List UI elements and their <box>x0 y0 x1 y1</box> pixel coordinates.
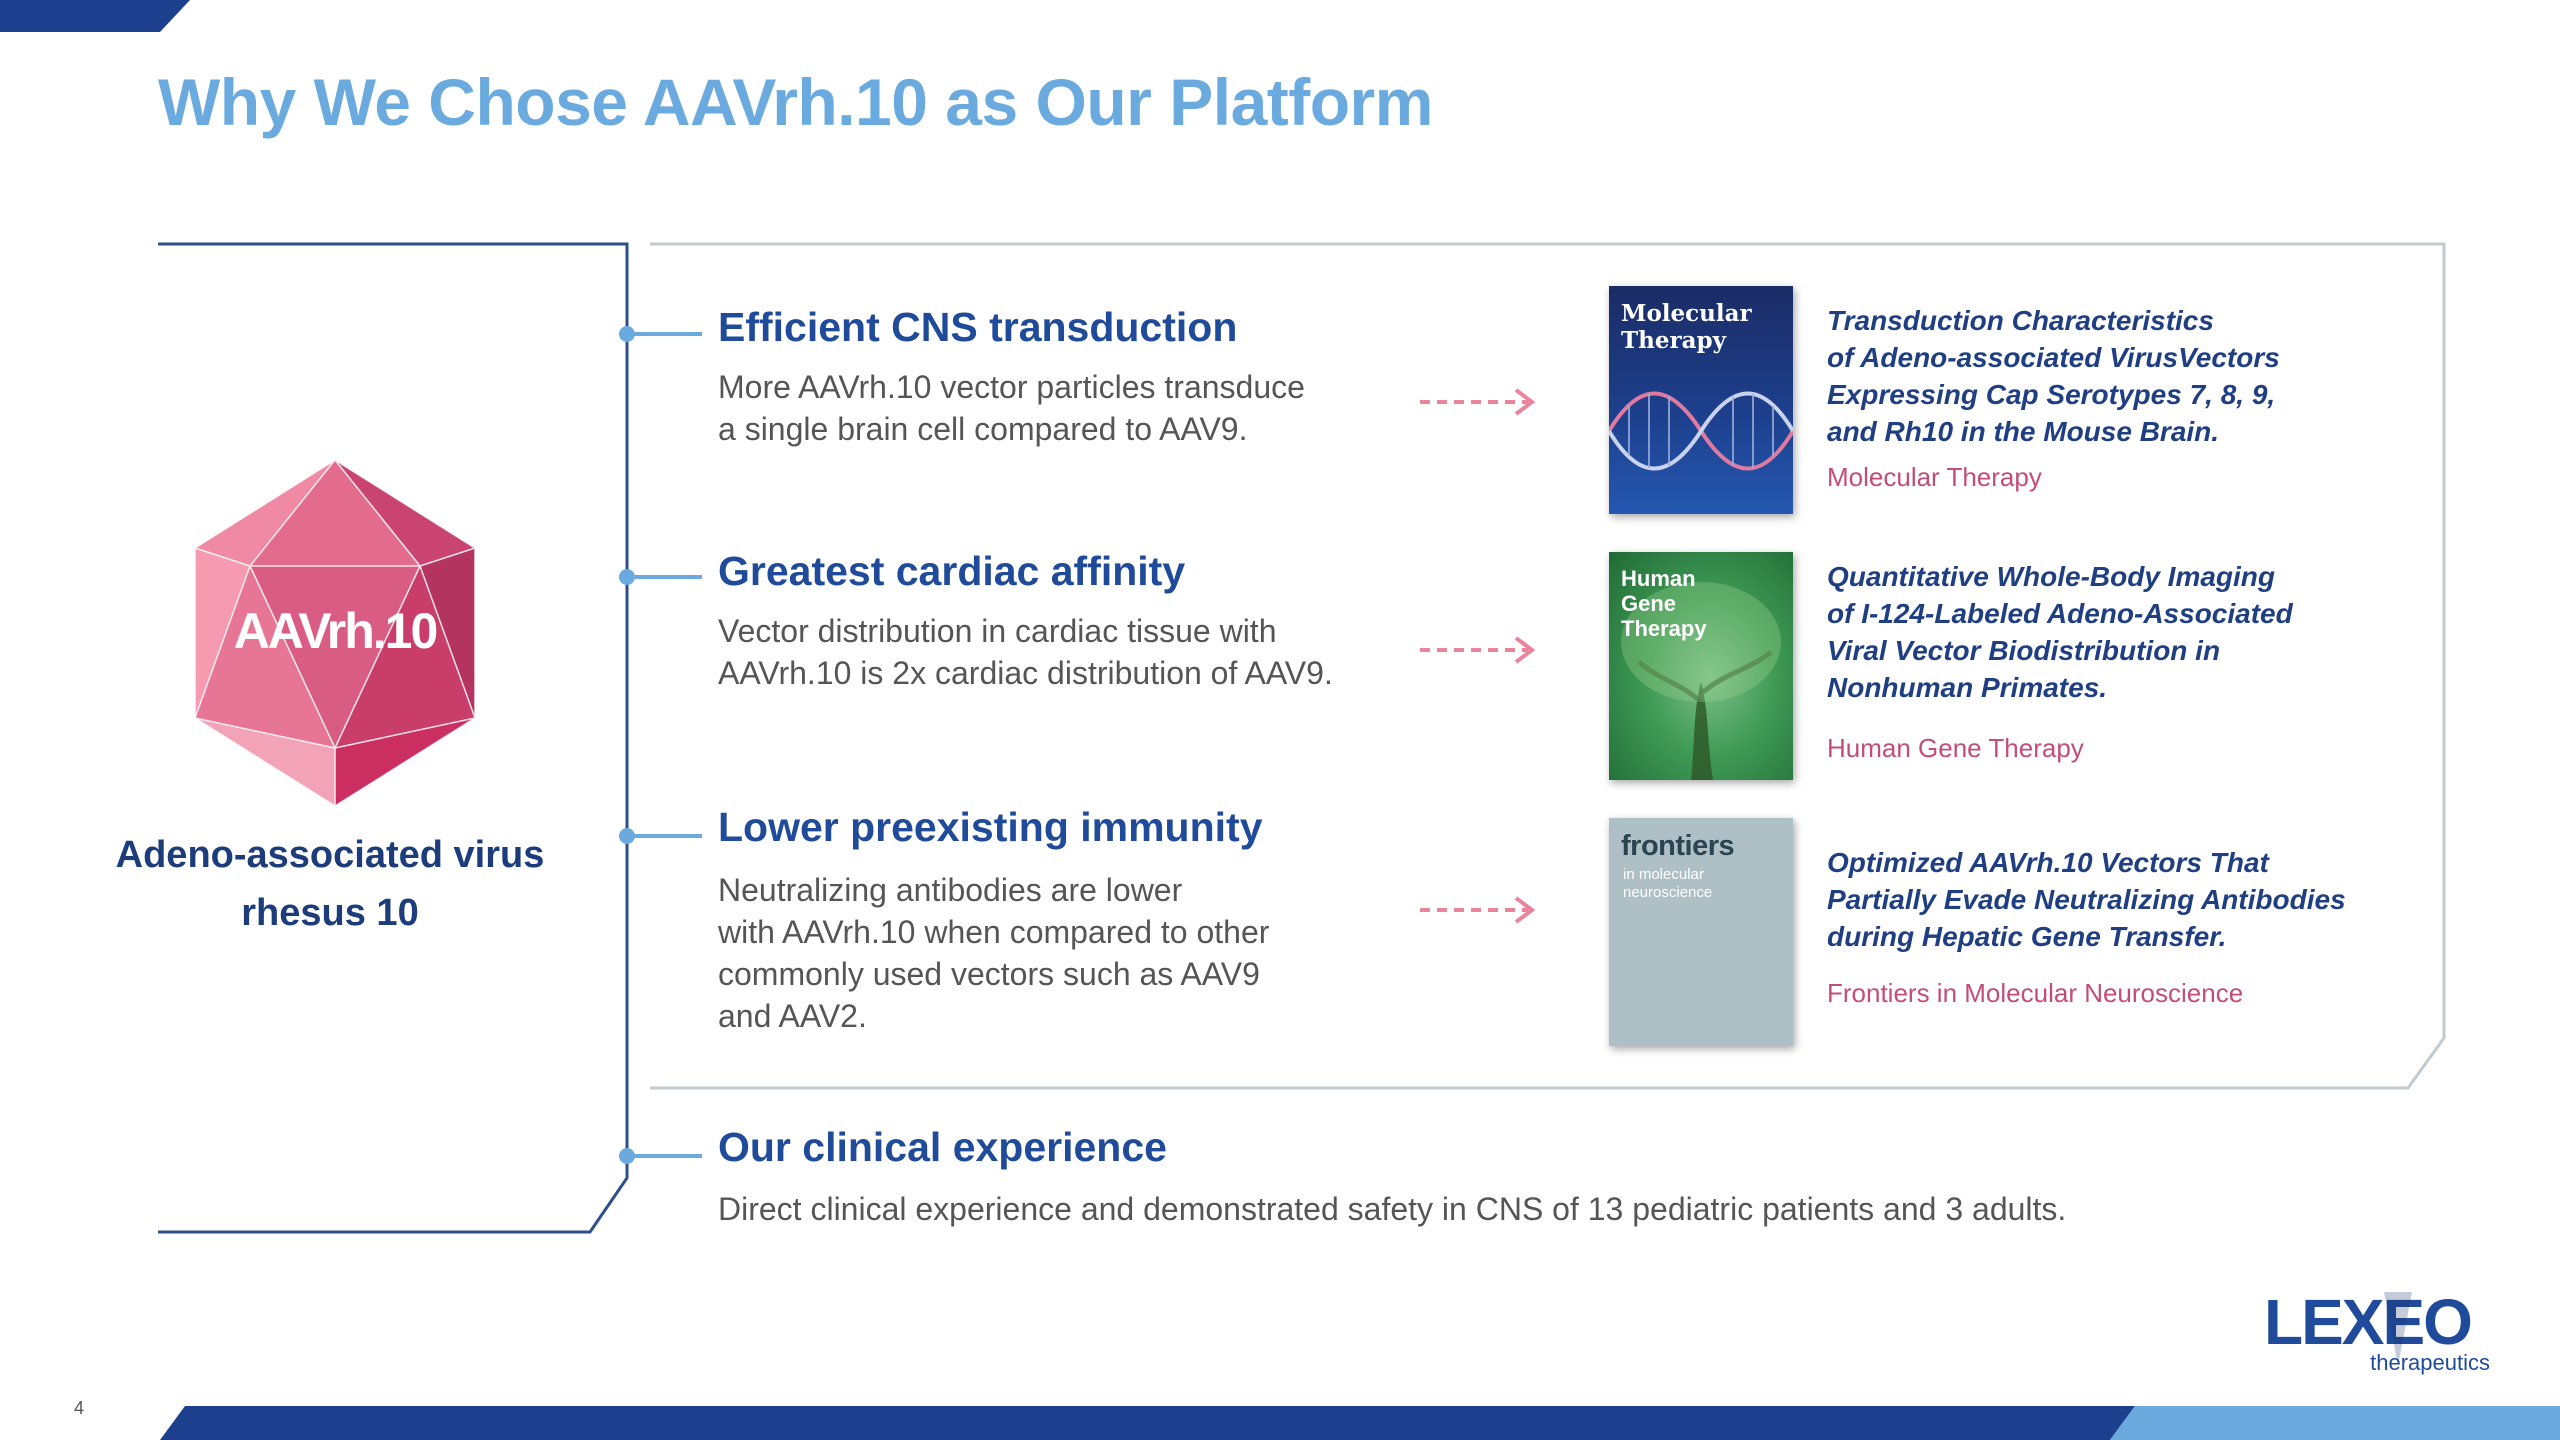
reference-title: Optimized AAVrh.10 Vectors That Partiall… <box>1827 847 2346 952</box>
virus-name-line1: Adeno-associated virus <box>115 834 545 876</box>
feature-text-line: Neutralizing antibodies are lower <box>718 872 1183 908</box>
top-accent-bar <box>0 0 190 32</box>
reference-journal: Molecular Therapy <box>1827 462 2042 492</box>
reference-journal: Frontiers in Molecular Neuroscience <box>1827 978 2244 1008</box>
feature-heading-immunity: Lower preexisting immunity <box>718 804 1263 850</box>
feature-text-cns: More AAVrh.10 vector particles transduce… <box>718 366 1305 450</box>
bottom-accent-bar <box>160 1406 2560 1440</box>
feature-text-cardiac: Vector distribution in cardiac tissue wi… <box>718 610 1333 694</box>
feature-heading-cns: Efficient CNS transduction <box>718 304 1238 350</box>
journal-cover-frontiers: frontiers in molecular neuroscience <box>1609 818 1793 1046</box>
slide-title: Why We Chose AAVrh.10 as Our Platform <box>158 65 1433 139</box>
lexeo-logo: LEXEO therapeutics <box>2262 1286 2492 1376</box>
journal-cover-molecular-therapy: Molecular Therapy <box>1609 286 1793 514</box>
cover-title: Human Gene Therapy <box>1621 566 1707 641</box>
cover-title: frontiers <box>1621 830 1735 862</box>
feature-text-immunity: Neutralizing antibodies are lower with A… <box>718 869 1269 1037</box>
virus-name-line2: rhesus 10 <box>241 892 419 934</box>
dashed-arrow-right-icon <box>1420 636 1536 664</box>
feature-text-line: with AAVrh.10 when compared to other <box>718 914 1270 950</box>
feature-text-clinical: Direct clinical experience and demonstra… <box>718 1188 2066 1230</box>
logo-subtext: therapeutics <box>2370 1350 2490 1375</box>
logo-word: LEXEO <box>2264 1286 2471 1358</box>
feature-text-line: a single brain cell compared to AAV9. <box>718 411 1248 447</box>
feature-text-line: More AAVrh.10 vector particles transduce <box>718 369 1305 405</box>
reference-title: Quantitative Whole-Body Imaging of I-124… <box>1827 561 2293 703</box>
feature-text-line: Vector distribution in cardiac tissue wi… <box>718 613 1277 649</box>
journal-cover-human-gene-therapy: Human Gene Therapy <box>1609 552 1793 780</box>
cover-subtitle: in molecular neuroscience <box>1623 866 1713 901</box>
feature-heading-clinical: Our clinical experience <box>718 1124 1167 1170</box>
dashed-arrow-right-icon <box>1420 896 1536 924</box>
capsid-label: AAVrh.10 <box>234 603 437 659</box>
reference-journal: Human Gene Therapy <box>1827 733 2084 763</box>
feature-heading-cardiac: Greatest cardiac affinity <box>718 548 1186 594</box>
feature-text-line: commonly used vectors such as AAV9 <box>718 956 1260 992</box>
virus-name: Adeno-associated virus rhesus 10 <box>100 826 560 942</box>
dna-helix-icon <box>1609 391 1793 471</box>
feature-text-line: and AAV2. <box>718 998 867 1034</box>
dashed-arrow-right-icon <box>1420 388 1536 416</box>
feature-text-line: Direct clinical experience and demonstra… <box>718 1191 2067 1227</box>
reference-title: Transduction Characteristics of Adeno-as… <box>1827 305 2280 447</box>
feature-text-line: AAVrh.10 is 2x cardiac distribution of A… <box>718 655 1333 691</box>
page-number: 4 <box>74 1398 85 1418</box>
tree-icon <box>1621 582 1781 780</box>
aavrh10-capsid-icon: AAVrh.10 <box>190 458 480 808</box>
cover-title: Molecular Therapy <box>1621 300 1752 354</box>
